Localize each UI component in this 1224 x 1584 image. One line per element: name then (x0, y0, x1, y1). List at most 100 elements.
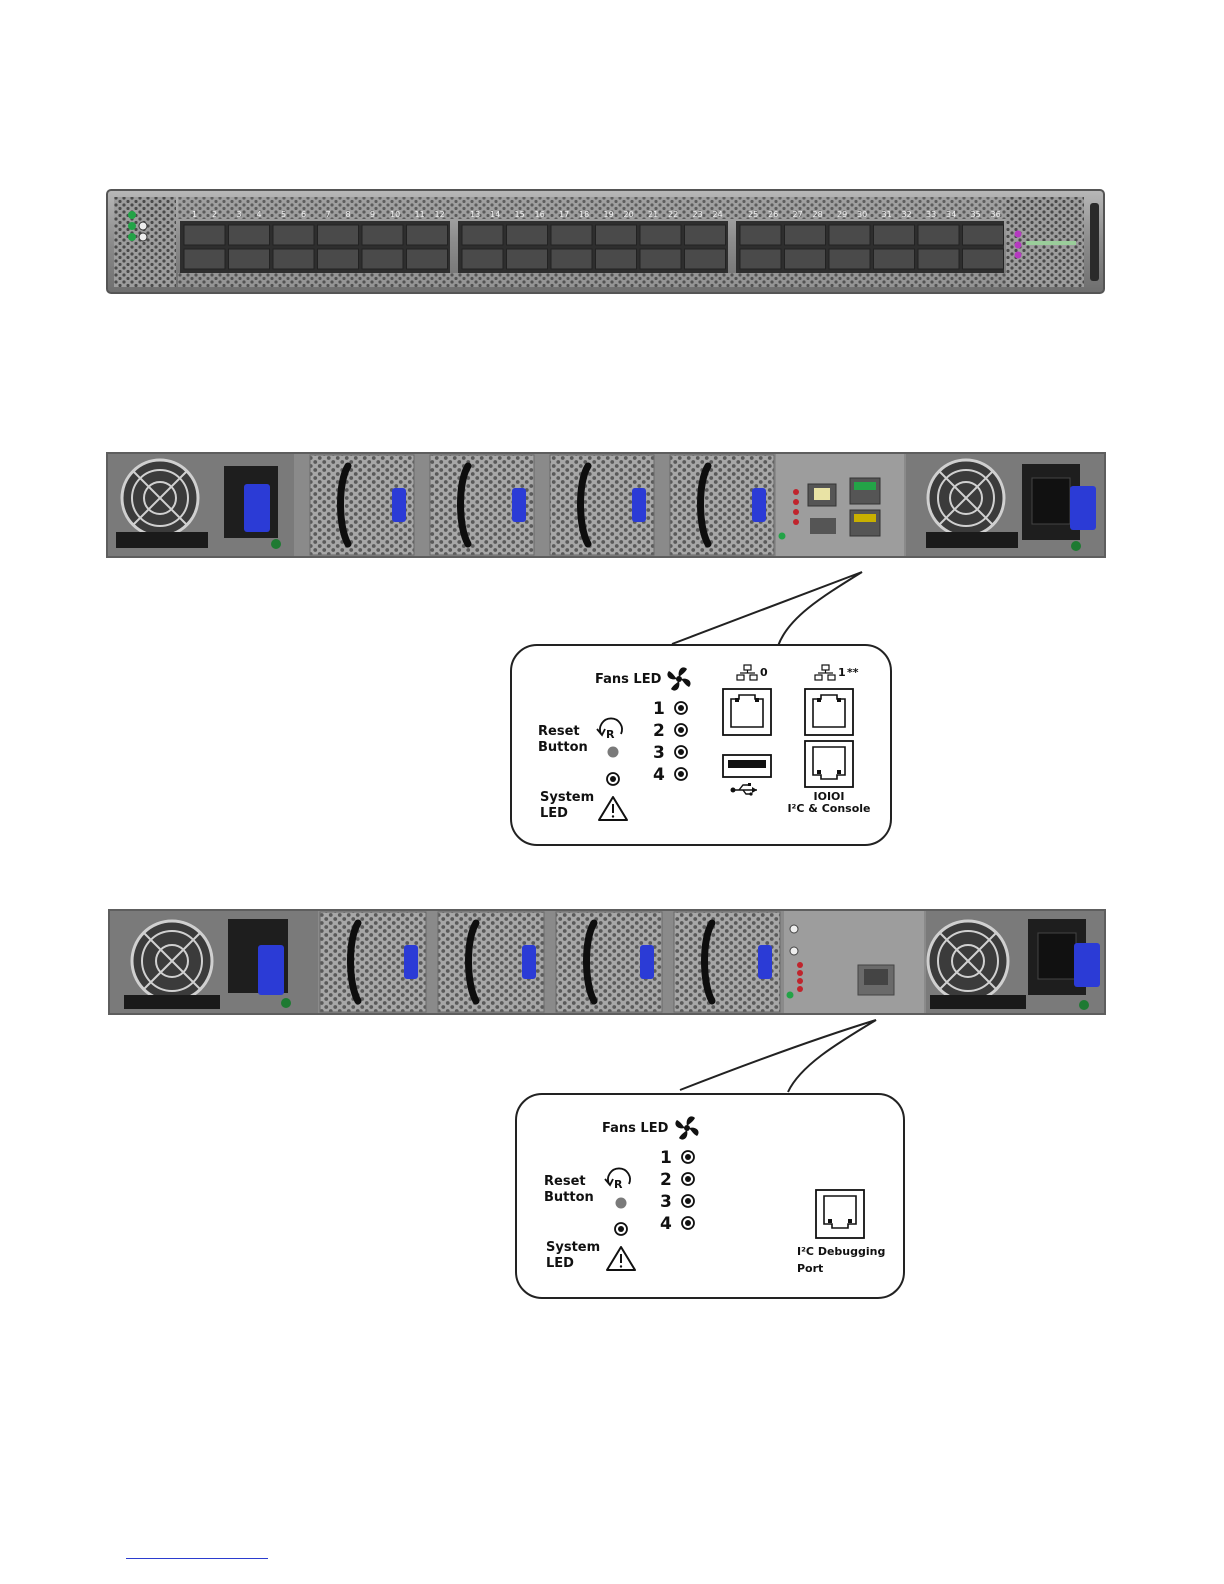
fan-number: 4 (660, 1214, 672, 1234)
fan-led (675, 768, 687, 780)
qsfp-port[interactable] (229, 225, 270, 245)
qsfp-port[interactable] (785, 249, 826, 269)
port-number: 19 (604, 210, 614, 219)
qsfp-port[interactable] (685, 249, 726, 269)
port-number: 17 (559, 210, 569, 219)
qsfp-port[interactable] (318, 225, 359, 245)
qsfp-port[interactable] (362, 225, 403, 245)
fan-module[interactable] (438, 912, 544, 1012)
rear-a-console-port[interactable] (850, 510, 880, 536)
reset-button[interactable] (616, 1198, 627, 1209)
qsfp-port[interactable] (229, 249, 270, 269)
fan-module[interactable] (674, 912, 780, 1012)
port-number: 27 (793, 210, 803, 219)
port-number: 36 (991, 210, 1001, 219)
qsfp-port[interactable] (273, 225, 314, 245)
fan-latch[interactable] (512, 488, 526, 522)
fan-number: 3 (653, 743, 665, 763)
port-number: 31 (882, 210, 892, 219)
port-number: 13 (470, 210, 480, 219)
fan-latch[interactable] (404, 945, 418, 979)
mgmt0-index: 0 (760, 666, 768, 679)
qsfp-port[interactable] (462, 249, 503, 269)
qsfp-port[interactable] (829, 225, 870, 245)
qsfp-port[interactable] (551, 249, 592, 269)
port-number: 8 (346, 210, 351, 219)
qsfp-port[interactable] (507, 249, 548, 269)
front-left-vent (114, 197, 176, 287)
port-number: 12 (435, 210, 445, 219)
fan-module[interactable] (430, 455, 534, 555)
usb-port-icon[interactable] (723, 755, 771, 777)
qsfp-port[interactable] (362, 249, 403, 269)
fan-latch[interactable] (632, 488, 646, 522)
fan-latch[interactable] (640, 945, 654, 979)
rj45-port-icon[interactable] (723, 689, 771, 735)
fan-latch[interactable] (392, 488, 406, 522)
qsfp-port[interactable] (273, 249, 314, 269)
fan-module[interactable] (310, 455, 414, 555)
fan-latch[interactable] (752, 488, 766, 522)
qsfp-port[interactable] (963, 249, 1004, 269)
fan-module[interactable] (556, 912, 662, 1012)
psu-latch[interactable] (244, 484, 270, 532)
rj45-port-icon[interactable] (805, 689, 853, 735)
rear-a-mgmt1-port[interactable] (850, 478, 880, 504)
port-number: 15 (515, 210, 525, 219)
rear-b-mgmt-area (784, 911, 924, 1013)
rj45-port-icon[interactable] (816, 1190, 864, 1238)
front-pull-handle[interactable] (1090, 203, 1099, 281)
psu-latch[interactable] (1070, 486, 1096, 530)
port-number: 21 (648, 210, 658, 219)
qsfp-port[interactable] (507, 225, 548, 245)
qsfp-port[interactable] (551, 225, 592, 245)
fan-latch[interactable] (522, 945, 536, 979)
psu-2 (926, 911, 1104, 1013)
qsfp-port[interactable] (184, 225, 225, 245)
port-number: 20 (624, 210, 634, 219)
qsfp-port[interactable] (740, 225, 781, 245)
port-number: 5 (281, 210, 286, 219)
psu-latch[interactable] (1074, 943, 1100, 987)
port-number: 34 (946, 210, 956, 219)
qsfp-port[interactable] (596, 249, 637, 269)
qsfp-port[interactable] (184, 249, 225, 269)
qsfp-port[interactable] (740, 249, 781, 269)
qsfp-port[interactable] (963, 225, 1004, 245)
port-number: 22 (668, 210, 678, 219)
fan-module[interactable] (550, 455, 654, 555)
qsfp-port[interactable] (462, 225, 503, 245)
rear-a-usb-port[interactable] (810, 518, 836, 534)
rj45-port-icon[interactable] (805, 741, 853, 787)
fan-led (675, 746, 687, 758)
qsfp-port[interactable] (829, 249, 870, 269)
qsfp-port[interactable] (596, 225, 637, 245)
qsfp-port[interactable] (918, 225, 959, 245)
qsfp-port[interactable] (407, 249, 448, 269)
psu-latch[interactable] (258, 945, 284, 995)
port-number: 35 (971, 210, 981, 219)
qsfp-port[interactable] (785, 225, 826, 245)
qsfp-port[interactable] (874, 225, 915, 245)
front-panel: 1234567891011121314151617181920212223242… (106, 189, 1106, 295)
reset-button[interactable] (608, 747, 619, 758)
fan-module[interactable] (320, 912, 426, 1012)
qsfp-port[interactable] (918, 249, 959, 269)
qsfp-port[interactable] (640, 225, 681, 245)
callout-b-system-label: System (546, 1240, 600, 1255)
system-led (607, 773, 619, 785)
qsfp-port[interactable] (685, 225, 726, 245)
footer-link-underline (126, 1558, 268, 1559)
fan-latch[interactable] (758, 945, 772, 979)
qsfp-port[interactable] (874, 249, 915, 269)
qsfp-port[interactable] (640, 249, 681, 269)
port-number: 24 (713, 210, 723, 219)
port-number: 33 (926, 210, 936, 219)
callout-a-system-label: System (540, 790, 594, 805)
callout-b-system-label: LED (546, 1256, 574, 1271)
fan-number: 4 (653, 765, 665, 785)
fan-led (675, 724, 687, 736)
qsfp-port[interactable] (318, 249, 359, 269)
qsfp-port[interactable] (407, 225, 448, 245)
fan-module[interactable] (670, 455, 774, 555)
